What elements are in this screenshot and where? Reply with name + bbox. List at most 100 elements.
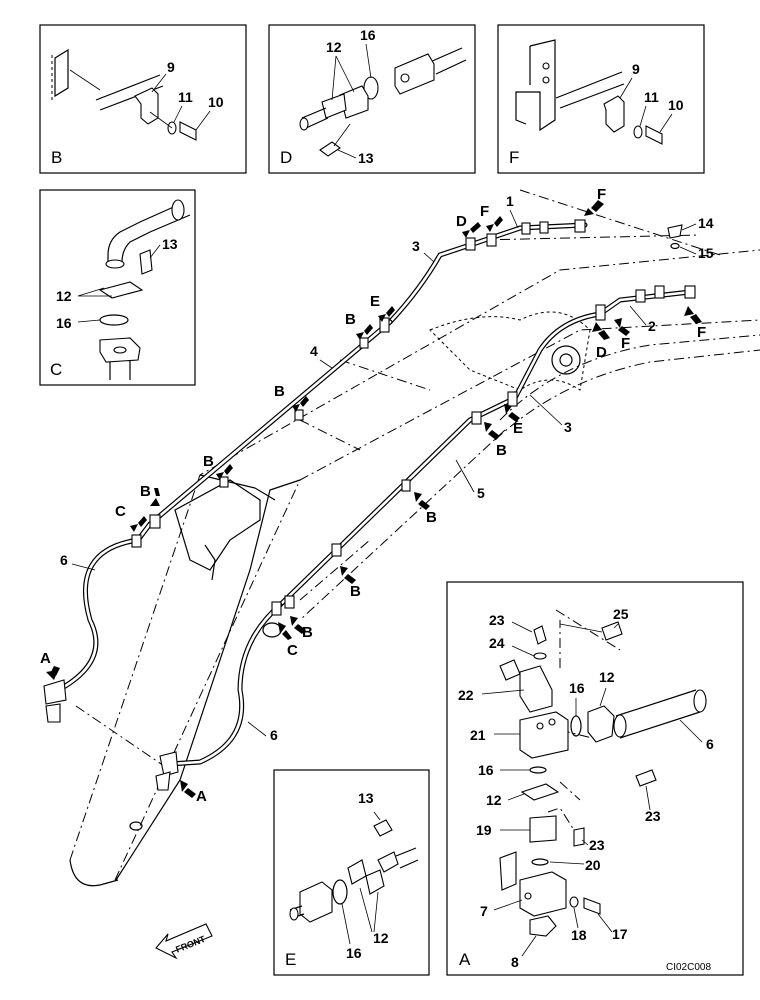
view-letter-d: D	[456, 213, 467, 230]
view-letter-d: D	[596, 344, 607, 361]
view-direction-arrow-icon	[584, 200, 604, 216]
detail-box-f: 9 11 10 F	[497, 24, 705, 174]
callout-6: 6	[706, 736, 714, 752]
view-letter-b: B	[274, 383, 285, 400]
view-letter-e: E	[513, 420, 523, 437]
callout-16: 16	[360, 27, 376, 43]
callout-6: 6	[60, 552, 68, 568]
view-direction-arrow-icon	[278, 622, 292, 640]
view-direction-arrow-icon	[290, 616, 306, 634]
callout-16: 16	[478, 762, 494, 778]
view-direction-arrow-icon	[462, 222, 481, 238]
view-direction-arrow-icon	[684, 306, 702, 324]
main-callouts: 1 3 4 2 3 5 6 6 14 15	[60, 193, 714, 743]
view-direction-arrow-icon	[486, 216, 503, 232]
detail-label-e: E	[285, 950, 296, 969]
callout-12: 12	[486, 792, 502, 808]
callout-4: 4	[310, 343, 318, 359]
callout-10: 10	[208, 94, 224, 110]
view-letter-c: C	[287, 642, 298, 659]
callout-13: 13	[162, 236, 178, 252]
drawing-code: CI02C008	[666, 962, 711, 973]
callout-18: 18	[571, 927, 587, 943]
view-arrows: D F F E B B B B C A D F F E B B B B C	[40, 186, 706, 805]
callout-23: 23	[589, 837, 605, 853]
detail-label-b: B	[51, 148, 62, 167]
view-letter-f: F	[480, 203, 489, 220]
callout-1: 1	[506, 193, 514, 209]
detail-box-d: 12 16 13 D	[268, 24, 476, 174]
view-letter-b: B	[426, 509, 437, 526]
detail-box-a: 23 25 24 22 16 12 21 6 16 12 23 19 23 20…	[446, 581, 744, 976]
callout-13: 13	[358, 790, 374, 806]
callout-17: 17	[612, 926, 628, 942]
callout-12: 12	[326, 39, 342, 55]
view-direction-arrow-icon	[46, 666, 60, 680]
hose-clamps	[43, 219, 696, 791]
callout-12: 12	[373, 930, 389, 946]
view-direction-arrow-icon	[150, 488, 160, 506]
callout-8: 8	[511, 954, 519, 970]
view-letter-a: A	[196, 788, 207, 805]
view-direction-arrow-icon	[340, 566, 356, 584]
view-letter-b: B	[350, 583, 361, 600]
callout-20: 20	[585, 857, 601, 873]
view-direction-arrow-icon	[504, 404, 520, 422]
callout-5: 5	[477, 485, 485, 501]
callout-23: 23	[489, 612, 505, 628]
callout-23: 23	[645, 808, 661, 824]
callout-12: 12	[56, 288, 72, 304]
callout-16: 16	[346, 945, 362, 961]
callout-16: 16	[569, 680, 585, 696]
view-direction-arrow-icon	[180, 780, 196, 798]
callout-19: 19	[476, 822, 492, 838]
callout-7: 7	[480, 903, 488, 919]
view-letter-f: F	[697, 324, 706, 341]
detail-label-f: F	[509, 148, 519, 167]
callout-22: 22	[458, 687, 474, 703]
view-direction-arrow-icon	[216, 464, 233, 480]
view-letter-e: E	[370, 293, 380, 310]
view-direction-arrow-icon	[292, 396, 309, 412]
detail-label-a: A	[459, 950, 471, 969]
view-letter-b: B	[302, 624, 313, 641]
view-direction-arrow-icon	[378, 306, 395, 322]
callout-14: 14	[698, 215, 714, 231]
view-letter-b: B	[140, 483, 151, 500]
view-letter-b: B	[203, 453, 214, 470]
detail-box-e: 13 12 16 E	[273, 769, 430, 976]
view-letter-b: B	[496, 442, 507, 459]
view-letter-f: F	[621, 335, 630, 352]
detail-label-c: C	[50, 360, 62, 379]
callout-11: 11	[644, 89, 659, 105]
view-letter-b: B	[345, 311, 356, 328]
arm-structure	[69, 189, 760, 887]
view-direction-arrow-icon	[484, 422, 500, 440]
callout-15: 15	[698, 245, 714, 261]
view-direction-arrow-icon	[414, 492, 430, 510]
callout-11: 11	[178, 89, 193, 105]
detail-box-c: 13 12 16 C	[39, 189, 196, 386]
callout-9: 9	[167, 59, 175, 75]
view-letter-a: A	[40, 650, 51, 667]
callout-25: 25	[613, 606, 629, 622]
callout-2: 2	[648, 318, 656, 334]
callout-13: 13	[358, 150, 374, 166]
callout-3: 3	[412, 238, 420, 254]
hose-lines	[59, 222, 693, 767]
view-direction-arrow-icon	[614, 318, 630, 336]
detail-box-b: 9 11 10 B	[39, 24, 247, 174]
callout-21: 21	[470, 727, 486, 743]
view-letter-f: F	[597, 186, 606, 203]
callout-6: 6	[270, 727, 278, 743]
callout-10: 10	[668, 97, 684, 113]
front-direction-arrow-icon: FRONT	[155, 923, 213, 960]
view-letter-c: C	[115, 503, 126, 520]
detail-label-d: D	[280, 148, 292, 167]
view-direction-arrow-icon	[592, 322, 610, 340]
callout-3: 3	[564, 419, 572, 435]
view-direction-arrow-icon	[130, 516, 147, 532]
callout-16: 16	[56, 315, 72, 331]
callout-24: 24	[489, 635, 505, 651]
